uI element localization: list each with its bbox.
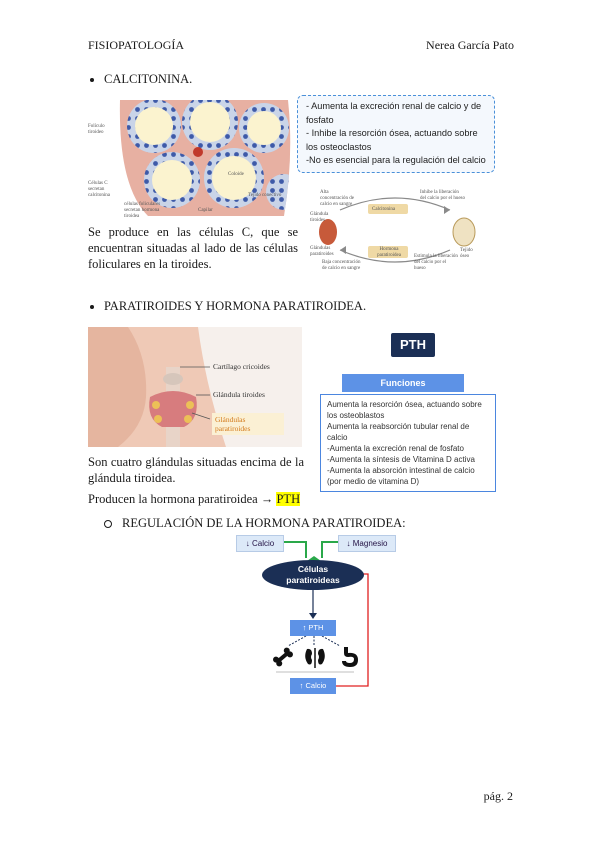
label-calcitonina: Calcitonina xyxy=(372,207,396,212)
calcitonina-paragraph: Se produce en las células C, que se encu… xyxy=(88,225,298,271)
label-cricoides: Cartílago cricoides xyxy=(213,362,270,371)
calcio-low-chip: ↓ Calcio xyxy=(236,535,284,552)
pth-up-chip: ↑ PTH xyxy=(290,620,336,636)
bullet-icon xyxy=(90,77,94,82)
effect-item: -No es esencial para la regulación del c… xyxy=(306,155,486,165)
calcium-regulation-diagram: Alta concentración de calcio en sangre G… xyxy=(310,190,482,271)
funciones-header: Funciones xyxy=(342,374,464,392)
stomach-icon xyxy=(336,644,362,670)
regulation-heading: REGULACIÓN DE LA HORMONA PARATIROIDEA: xyxy=(104,516,406,531)
pth-title: PTH xyxy=(391,333,435,357)
funcion-item: Aumenta la resorción ósea, actuando sobr… xyxy=(327,400,482,420)
label-tejido-oseo: Tejido óseo xyxy=(460,248,473,259)
produce-line: Producen la hormona paratiroidea → PTH xyxy=(88,492,301,506)
label-celulas-c: Células C secretan calcitonina xyxy=(88,181,110,198)
paratiroides-heading: PARATIROIDES Y HORMONA PARATIROIDEA. xyxy=(90,299,366,314)
magnesio-low-chip: ↓ Magnesio xyxy=(338,535,396,552)
funcion-item: -Aumenta la absorción intestinal de calc… xyxy=(327,466,475,486)
label-tejido: Tejido conectivo xyxy=(248,193,282,198)
calcio-up-chip: ↑ Calcio xyxy=(290,678,336,694)
label-coloide: Coloide xyxy=(228,172,244,177)
label-estimula: Estimula la liberación del calcio por el… xyxy=(414,254,458,271)
pth-regulation-diagram: ↓ Calcio ↓ Magnesio Células paratiroidea… xyxy=(236,534,396,694)
funcion-item: -Aumenta la síntesis de Vitamina D activ… xyxy=(327,455,475,464)
effect-item: - Inhibe la resorción ósea, actuando sob… xyxy=(306,128,478,152)
bone-icon xyxy=(270,644,296,670)
label-paratiroides: Glándulas paratiroides xyxy=(310,246,334,257)
calcitonina-heading: CALCITONINA. xyxy=(90,72,192,87)
label-inhibe: Inhibe la liberación del calcio por el h… xyxy=(420,190,465,201)
funciones-box: Aumenta la resorción ósea, actuando sobr… xyxy=(320,394,496,492)
effect-item: - Aumenta la excreción renal de calcio y… xyxy=(306,101,482,125)
circle-bullet-icon xyxy=(104,519,112,528)
funcion-item: -Aumenta la excreción renal de fosfato xyxy=(327,444,464,453)
header-author: Nerea García Pato xyxy=(426,38,514,52)
label-foliculo: Folículo tiroideo xyxy=(88,124,105,135)
calcitonina-effects-box: - Aumenta la excreción renal de calcio y… xyxy=(297,95,495,173)
label-tiroides: Glándula tiroides xyxy=(310,212,329,223)
kidney-icon xyxy=(302,644,328,670)
neck-anatomy-image: Cartílago cricoides Glándula tiroides Gl… xyxy=(88,327,302,447)
label-paratiroides-1: Glándulas xyxy=(215,415,246,424)
paratiroides-paragraph: Son cuatro glándulas situadas encima de … xyxy=(88,455,304,485)
label-paratiroides-2: paratiroides xyxy=(215,424,251,433)
pth-highlight: PTH xyxy=(276,492,301,506)
label-alta: Alta concentración de calcio en sangre xyxy=(320,190,355,207)
label-baja: Baja concentración de calcio en sangre xyxy=(322,260,361,271)
label-hormona: Hormona paratiroidea xyxy=(377,247,401,258)
header-title: FISIOPATOLOGÍA xyxy=(88,38,185,52)
thyroid-follicle-image: Folículo tiroideo Células C secretan cal… xyxy=(88,96,294,219)
page-number: pág. 2 xyxy=(483,789,513,803)
label-capilar: Capilar xyxy=(198,208,213,213)
funcion-item: Aumenta la reabsorción tubular renal de … xyxy=(327,422,470,442)
label-celulas-foliculares: células foliculares secretan hormona tir… xyxy=(124,202,161,219)
parathyroid-cells-ellipse: Células paratiroideas xyxy=(262,560,364,590)
label-glandula-tiroides: Glándula tiroides xyxy=(213,390,265,399)
bullet-icon xyxy=(90,304,94,309)
